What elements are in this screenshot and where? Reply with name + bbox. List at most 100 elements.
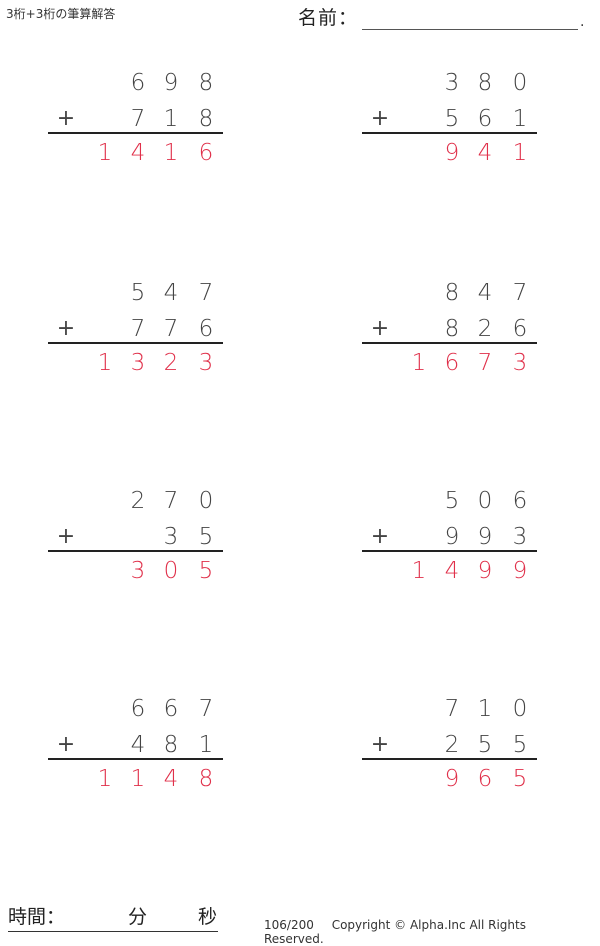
- bottom-digit: 2: [477, 316, 493, 342]
- bottom-digit: 5: [477, 732, 493, 758]
- sum-rule: [362, 342, 537, 344]
- seconds-label: 秒: [198, 906, 218, 928]
- sum-rule: [362, 550, 537, 552]
- top-digit: 0: [477, 488, 493, 514]
- plus-sign: +: [56, 524, 76, 549]
- bottom-digit: 9: [477, 524, 493, 550]
- plus-sign: +: [370, 524, 390, 549]
- top-digit: 7: [198, 696, 214, 722]
- ans-digit: 1: [163, 140, 179, 166]
- name-blank-line: [362, 9, 579, 30]
- bottom-digit: 1: [163, 106, 179, 132]
- top-digit: 8: [477, 70, 493, 96]
- name-field: 名前： .: [298, 4, 584, 30]
- ans-digit: 3: [130, 558, 146, 584]
- top-digit: 6: [163, 696, 179, 722]
- ans-digit: 4: [477, 140, 493, 166]
- top-digit: 1: [477, 696, 493, 722]
- bottom-digit: 3: [163, 524, 179, 550]
- top-digit: 8: [198, 70, 214, 96]
- ans-digit: 6: [198, 140, 214, 166]
- plus-sign: +: [56, 106, 76, 131]
- sum-rule: [48, 550, 223, 552]
- time-field: 時間： 分 秒: [8, 905, 218, 932]
- top-digit: 9: [163, 70, 179, 96]
- top-digit: 6: [512, 488, 528, 514]
- bottom-digit: 8: [198, 106, 214, 132]
- bottom-digit: 3: [512, 524, 528, 550]
- ans-digit: 3: [198, 350, 214, 376]
- sum-rule: [48, 132, 223, 134]
- ans-digit: 9: [477, 558, 493, 584]
- ans-digit: 5: [198, 558, 214, 584]
- sum-rule: [48, 342, 223, 344]
- top-digit: 4: [163, 280, 179, 306]
- top-digit: 6: [130, 696, 146, 722]
- ans-digit: 9: [512, 558, 528, 584]
- ans-digit: 4: [163, 766, 179, 792]
- sum-rule: [48, 758, 223, 760]
- plus-sign: +: [370, 316, 390, 341]
- ans-digit: 3: [512, 350, 528, 376]
- top-digit: 7: [163, 488, 179, 514]
- top-digit: 5: [444, 488, 460, 514]
- top-digit: 7: [512, 280, 528, 306]
- bottom-digit: 1: [512, 106, 528, 132]
- bottom-digit: 5: [198, 524, 214, 550]
- top-digit: 8: [444, 280, 460, 306]
- ans-digit: 1: [97, 140, 113, 166]
- bottom-digit: 2: [444, 732, 460, 758]
- top-digit: 0: [512, 696, 528, 722]
- bottom-digit: 7: [163, 316, 179, 342]
- top-digit: 7: [444, 696, 460, 722]
- bottom-digit: 7: [130, 316, 146, 342]
- top-digit: 2: [130, 488, 146, 514]
- time-label: 時間：: [8, 906, 66, 928]
- ans-digit: 9: [444, 140, 460, 166]
- bottom-digit: 8: [444, 316, 460, 342]
- minutes-label: 分: [128, 906, 148, 928]
- bottom-digit: 5: [444, 106, 460, 132]
- top-digit: 7: [198, 280, 214, 306]
- ans-digit: 5: [512, 766, 528, 792]
- plus-sign: +: [370, 106, 390, 131]
- top-digit: 4: [477, 280, 493, 306]
- bottom-digit: 7: [130, 106, 146, 132]
- ans-digit: 9: [444, 766, 460, 792]
- sum-rule: [362, 132, 537, 134]
- ans-digit: 4: [444, 558, 460, 584]
- ans-digit: 1: [97, 350, 113, 376]
- ans-digit: 3: [130, 350, 146, 376]
- bottom-digit: 6: [198, 316, 214, 342]
- ans-digit: 8: [198, 766, 214, 792]
- top-digit: 5: [130, 280, 146, 306]
- ans-digit: 1: [411, 350, 427, 376]
- bottom-digit: 6: [512, 316, 528, 342]
- ans-digit: 1: [130, 766, 146, 792]
- bottom-digit: 4: [130, 732, 146, 758]
- ans-digit: 1: [512, 140, 528, 166]
- top-digit: 3: [444, 70, 460, 96]
- top-digit: 0: [198, 488, 214, 514]
